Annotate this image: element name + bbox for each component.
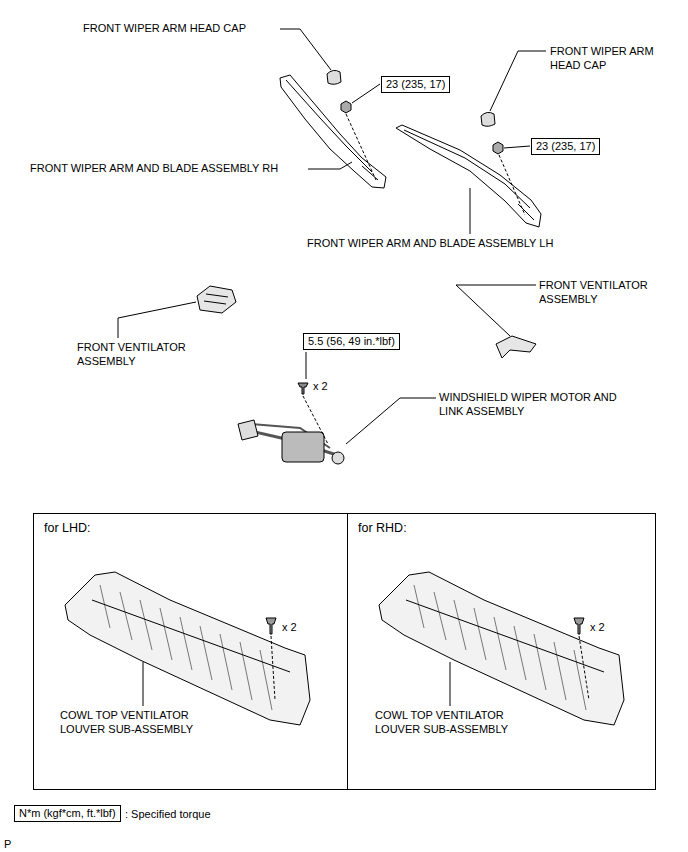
leader-line xyxy=(352,84,380,103)
bolt xyxy=(298,383,308,394)
quantity: x 2 xyxy=(590,621,605,635)
head-cap-rh xyxy=(327,70,341,84)
wiper-arm-lh xyxy=(396,125,541,227)
part-name: FRONT WIPER ARM HEAD CAP xyxy=(83,22,246,36)
ventilator-detail xyxy=(204,294,228,304)
part-name: WINDSHIELD WIPER MOTOR AND LINK ASSEMBLY xyxy=(439,391,619,419)
wiper-motor xyxy=(282,432,324,462)
dashed-guide xyxy=(579,636,589,700)
leader-line xyxy=(346,398,436,444)
torque-value: 5.5 (56, 49 in.*lbf) xyxy=(308,335,395,348)
part-name: COWL TOP VENTILATOR LOUVER SUB-ASSEMBLY xyxy=(375,709,540,737)
nut-rh xyxy=(341,101,351,113)
front-ventilator-right xyxy=(496,336,536,358)
quantity: x 2 xyxy=(313,380,328,394)
nut-lh xyxy=(493,142,503,154)
part-name: FRONT VENTILATOR ASSEMBLY xyxy=(539,279,671,307)
leader-line xyxy=(308,162,352,169)
leader-line xyxy=(280,29,331,70)
part-name: FRONT VENTILATOR ASSEMBLY xyxy=(77,341,209,369)
leader-line xyxy=(490,51,546,111)
leader-line xyxy=(143,662,144,706)
dashed-guide xyxy=(271,636,275,700)
dashed-guide xyxy=(303,396,328,444)
head-cap-lh xyxy=(481,112,495,126)
variant-heading: for LHD: xyxy=(44,521,337,535)
pivot xyxy=(332,452,344,464)
leader-line xyxy=(470,188,471,234)
bracket xyxy=(238,420,258,440)
wiper-arm-rh xyxy=(280,75,386,188)
cowl-louver-lhd xyxy=(65,572,310,725)
leader-line xyxy=(450,662,451,706)
variant-heading: for RHD: xyxy=(358,521,645,535)
leader-line xyxy=(306,352,307,379)
part-name: FRONT WIPER ARM AND BLADE ASSEMBLY LH xyxy=(307,237,553,251)
torque-box: 23 (235, 17) xyxy=(381,76,450,93)
variant-frame: for LHD: for RHD: xyxy=(33,513,656,790)
part-name: FRONT WIPER ARM AND BLADE ASSEMBLY RH xyxy=(30,162,278,176)
torque-box: 23 (235, 17) xyxy=(531,138,600,155)
torque-value: N*m (kgf*cm, ft.*lbf) xyxy=(19,807,116,820)
torque-value: 23 (235, 17) xyxy=(386,78,445,91)
part-name: FRONT WIPER ARM HEAD CAP xyxy=(550,45,672,73)
clip xyxy=(266,618,276,634)
front-ventilator-left xyxy=(197,286,236,313)
figure-code: P xyxy=(4,838,11,852)
dashed-guide xyxy=(499,155,525,215)
leader-line xyxy=(504,146,530,148)
legend-torque-box: N*m (kgf*cm, ft.*lbf) xyxy=(14,805,121,822)
clip xyxy=(574,618,584,634)
leader-line xyxy=(456,285,536,336)
variant-panel: for LHD: xyxy=(34,514,348,789)
leader-line xyxy=(118,302,196,338)
cowl-louver-rhd xyxy=(379,572,624,725)
part-name: COWL TOP VENTILATOR LOUVER SUB-ASSEMBLY xyxy=(60,709,225,737)
quantity: x 2 xyxy=(282,621,297,635)
dashed-guide xyxy=(346,114,376,180)
torque-box: 5.5 (56, 49 in.*lbf) xyxy=(303,333,400,350)
wiper-arm-lh-detail xyxy=(404,130,534,220)
legend-text: : Specified torque xyxy=(125,808,211,822)
variant-panel: for RHD: xyxy=(348,514,655,789)
torque-value: 23 (235, 17) xyxy=(536,140,595,153)
